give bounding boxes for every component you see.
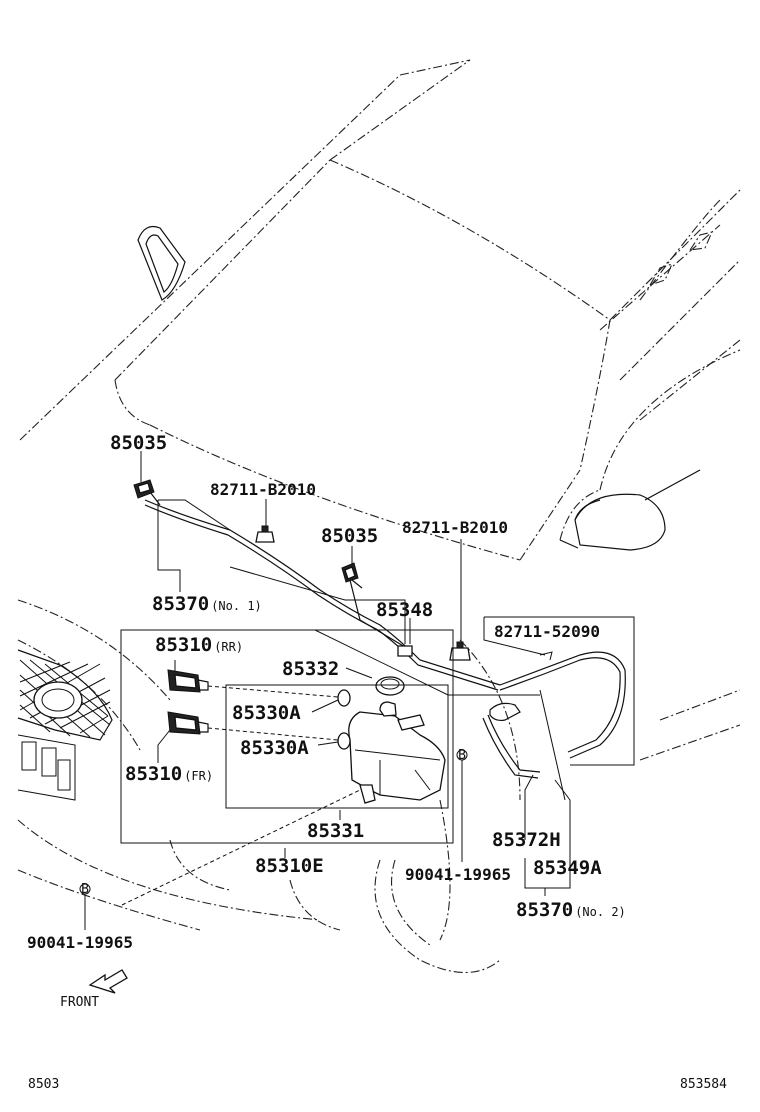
clip-82711-b2010-left (255, 525, 275, 543)
circle-b-label-right: B (458, 748, 466, 763)
left-mirror (137, 225, 186, 301)
label-85310-fr-number: 85310 (125, 763, 182, 785)
washer-hose-no1 (144, 499, 626, 759)
label-85370-no1-number: 85370 (152, 593, 209, 615)
pump-rr-dashed-line (207, 685, 339, 698)
label-85348: 85348 (376, 599, 433, 621)
reservoir-cap-85332 (375, 676, 405, 696)
clamp-dashed-line (121, 789, 361, 906)
label-85370-no1: 85370(No. 1) (152, 593, 262, 615)
label-90041-19965-left: 90041-19965 (27, 933, 133, 952)
grommet-85330a-lower (337, 732, 351, 750)
footer-right-code: 853584 (680, 1077, 727, 1092)
front-grille (17, 649, 113, 801)
circle-b-marker-left: B (79, 882, 91, 897)
label-90041-19965-right: 90041-19965 (405, 865, 511, 884)
label-85370-no2: 85370(No. 2) (516, 899, 626, 921)
group-box-connector (314, 629, 540, 696)
circle-b-label-left: B (81, 882, 89, 897)
clip-82711-b2010-right (449, 641, 471, 661)
footer-left-code: 8503 (28, 1077, 59, 1092)
label-85310-rr-number: 85310 (155, 634, 212, 656)
label-82711-b2010-right: 82711-B2010 (402, 518, 508, 537)
right-mirror (559, 469, 701, 551)
car-body-outline (17, 59, 741, 974)
hose-85372h (482, 702, 541, 779)
nozzle-85035-right (341, 562, 363, 589)
label-85310-fr: 85310(FR) (125, 763, 213, 785)
label-85310-rr: 85310(RR) (155, 634, 243, 656)
front-label: FRONT (60, 995, 99, 1010)
label-rr-suffix: (RR) (214, 640, 243, 654)
label-85330a-lower: 85330A (240, 737, 309, 759)
grommet-85330a-upper (337, 689, 351, 707)
label-no2-suffix: (No. 2) (575, 905, 626, 919)
clip-82711-52090 (539, 651, 553, 661)
leader-lines (84, 451, 635, 930)
pump-fr-dashed-line (207, 727, 339, 741)
label-85331: 85331 (307, 820, 364, 842)
label-85035-left: 85035 (110, 432, 167, 454)
pump-85310-rr (167, 669, 209, 693)
label-82711-b2010-left: 82711-B2010 (210, 480, 316, 499)
label-82711-52090: 82711-52090 (494, 622, 600, 641)
label-85330a-upper: 85330A (232, 702, 301, 724)
label-no1-suffix: (No. 1) (211, 599, 262, 613)
front-arrow-icon (88, 969, 128, 994)
pump-85310-fr (167, 711, 209, 735)
group-box-85331 (225, 684, 449, 809)
circle-b-marker-right: B (456, 748, 468, 763)
group-box-85310e (120, 629, 454, 844)
label-fr-suffix: (FR) (184, 769, 213, 783)
label-85310e: 85310E (255, 855, 324, 877)
label-85349a: 85349A (533, 857, 602, 879)
connector-85348 (397, 645, 413, 657)
washer-reservoir-85331 (348, 701, 446, 804)
label-85332: 85332 (282, 658, 339, 680)
label-85035-right: 85035 (321, 525, 378, 547)
label-85372h: 85372H (492, 829, 561, 851)
label-85370-no2-number: 85370 (516, 899, 573, 921)
